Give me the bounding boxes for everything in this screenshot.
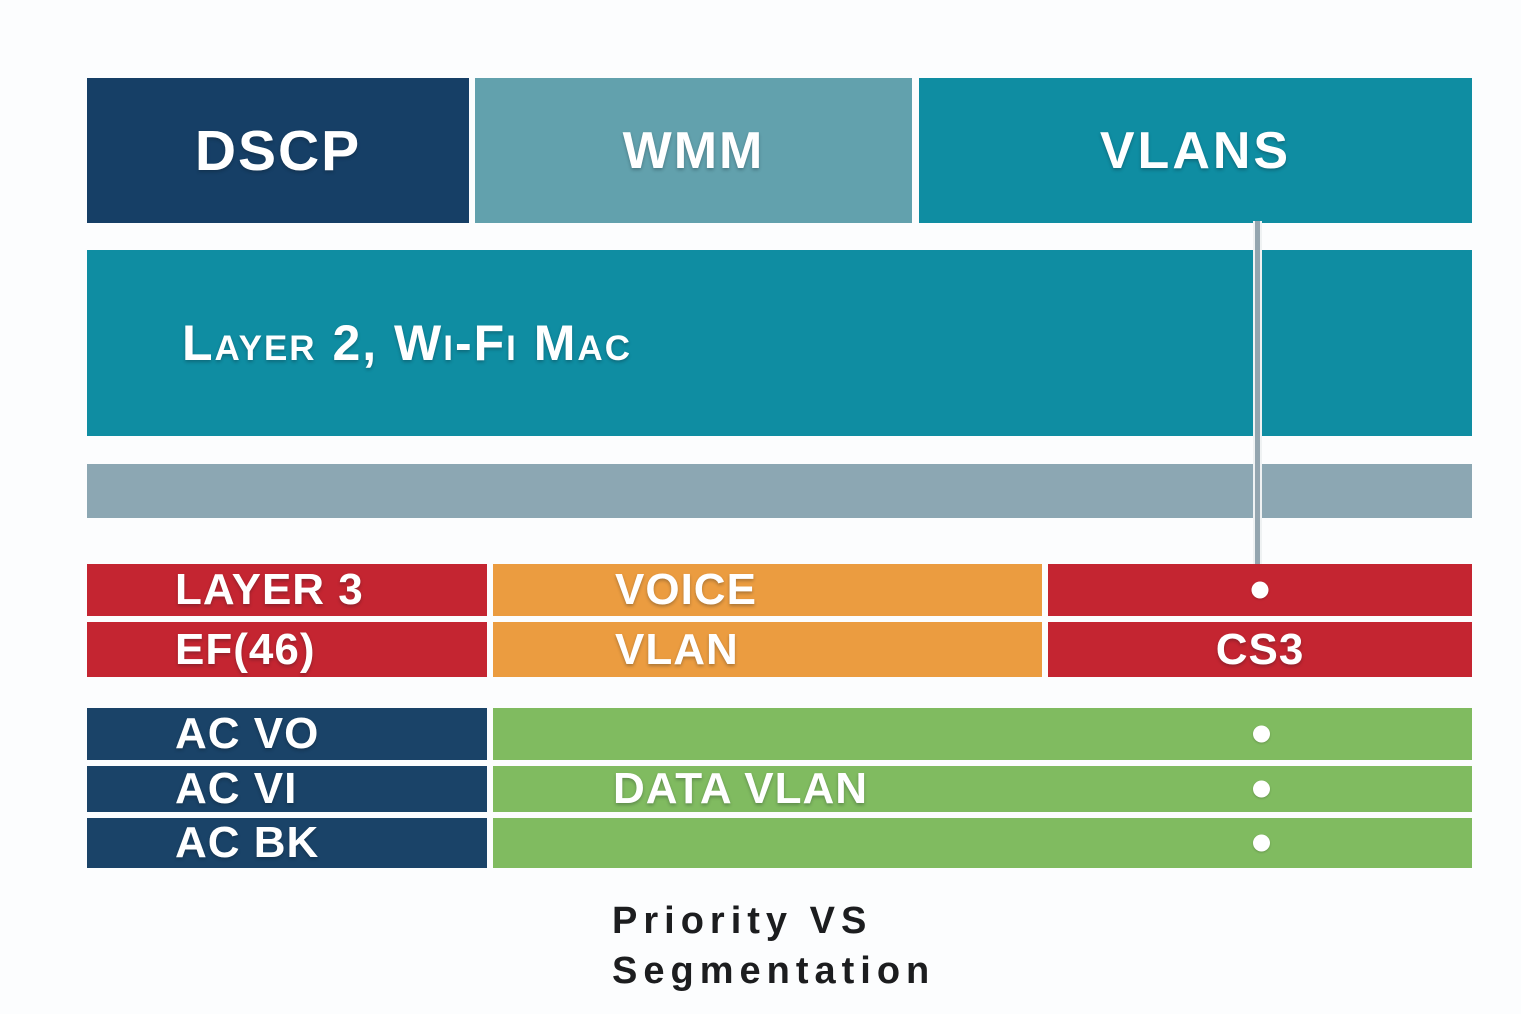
vlan-label: VLAN: [615, 624, 739, 674]
ac-vo-cell: AC VO: [87, 708, 487, 760]
cs3-label: CS3: [1215, 624, 1305, 674]
vlans-connector-line: [1253, 221, 1262, 564]
data-vlan-dot: [1253, 834, 1270, 852]
layer2-wifi-mac-bar: Layer 2, Wi-Fi Mac: [87, 250, 1472, 436]
data-vlan-band-bottom: [493, 818, 1472, 868]
access-category-rows: AC VO AC VI DATA VLAN AC BK: [87, 708, 1472, 868]
ac-vo-label: AC VO: [175, 709, 320, 758]
qos-mapping-row: LAYER 3 VOICE EF(46) VLAN CS3: [87, 564, 1472, 677]
dscp-header-box: DSCP: [87, 78, 469, 223]
ac-vi-cell: AC VI: [87, 764, 487, 813]
data-vlan-label: DATA VLAN: [613, 764, 869, 813]
layer3-label: LAYER 3: [175, 565, 364, 614]
ef46-label: EF(46): [175, 624, 316, 674]
data-vlan-band-top: [493, 708, 1472, 760]
vlans-header-label: VLANS: [1099, 121, 1292, 180]
data-vlan-band-middle: DATA VLAN: [493, 764, 1472, 813]
wmm-header-box: WMM: [475, 78, 912, 223]
voice-vlan-top-cell: VOICE: [493, 564, 1042, 616]
dscp-header-label: DSCP: [194, 118, 362, 183]
voice-vlan-bottom-cell: VLAN: [493, 622, 1042, 677]
layer2-wifi-mac-label: Layer 2, Wi-Fi Mac: [182, 315, 632, 371]
data-vlan-dot: [1253, 725, 1270, 743]
voice-label: VOICE: [615, 565, 757, 614]
vlans-header-box: VLANS: [919, 78, 1472, 223]
ac-bk-cell: AC BK: [87, 818, 487, 868]
cs3-cell: CS3: [1048, 622, 1472, 677]
ef46-cell: EF(46): [87, 622, 487, 677]
ac-bk-label: AC BK: [175, 818, 320, 867]
cs3-bullet-cell: [1048, 564, 1472, 616]
connector-endpoint-dot: [1251, 581, 1269, 599]
wmm-header-label: WMM: [622, 121, 765, 180]
data-vlan-dot: [1253, 780, 1270, 798]
ac-vi-label: AC VI: [175, 764, 298, 813]
diagram-title-line2: Segmentation: [612, 950, 936, 992]
gray-spacer-bar: [87, 464, 1472, 518]
diagram-title: Priority VS Segmentation: [612, 896, 935, 996]
layer3-cell: LAYER 3: [87, 564, 487, 616]
diagram-title-line1: Priority VS: [612, 900, 873, 942]
